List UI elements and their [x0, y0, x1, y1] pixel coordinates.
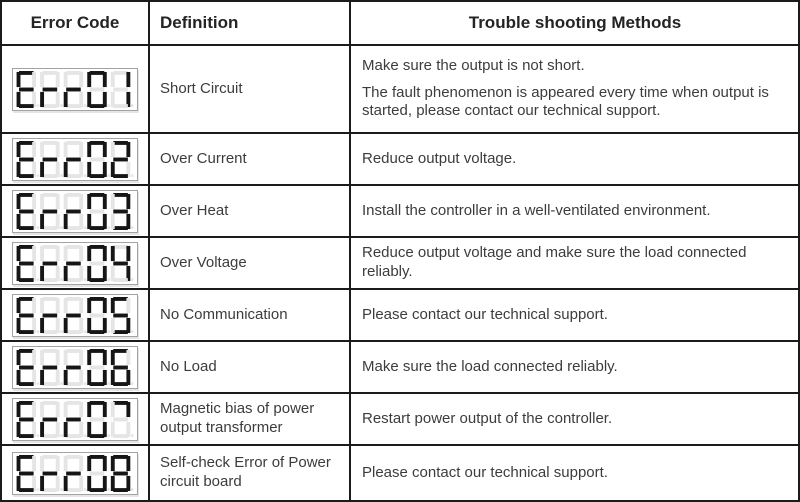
troubleshooting-text: Please contact our technical support. — [362, 305, 608, 323]
error-code-cell — [2, 342, 148, 392]
definition-text: No Communication — [160, 305, 288, 323]
troubleshooting-text: The fault phenomenon is appeared every t… — [362, 83, 769, 120]
definition-cell: No Load — [148, 342, 349, 392]
error-code-cell — [2, 134, 148, 184]
troubleshooting-cell: Please contact our technical support. — [349, 446, 798, 500]
definition-text: No Load — [160, 357, 217, 375]
seven-segment-display — [12, 189, 138, 233]
seven-segment-display — [12, 67, 138, 111]
table-row: Magnetic bias of power output transforme… — [2, 394, 798, 446]
definition-cell: Over Current — [148, 134, 349, 184]
error-code-cell — [2, 290, 148, 340]
column-header-troubleshooting: Trouble shooting Methods — [349, 2, 798, 44]
troubleshooting-cell: Reduce output voltage and make sure the … — [349, 238, 798, 288]
troubleshooting-cell: Install the controller in a well-ventila… — [349, 186, 798, 236]
definition-text: Short Circuit — [160, 79, 243, 97]
definition-cell: No Communication — [148, 290, 349, 340]
table-row: Over Voltage Reduce output voltage and m… — [2, 238, 798, 290]
error-code-cell — [2, 238, 148, 288]
seven-segment-display — [12, 451, 138, 495]
definition-text: Over Voltage — [160, 253, 247, 271]
troubleshooting-text: Restart power output of the controller. — [362, 409, 613, 427]
troubleshooting-cell: Please contact our technical support. — [349, 290, 798, 340]
definition-cell: Magnetic bias of power output transforme… — [148, 394, 349, 444]
definition-cell: Short Circuit — [148, 46, 349, 132]
table-header-row: Error Code Definition Trouble shooting M… — [2, 2, 798, 46]
error-code-cell — [2, 394, 148, 444]
troubleshooting-cell: Make sure the load connected reliably. — [349, 342, 798, 392]
definition-text: Self-check Error of Power circuit board — [160, 454, 331, 490]
table-row: Self-check Error of Power circuit board … — [2, 446, 798, 500]
definition-text: Magnetic bias of power output transforme… — [160, 400, 315, 436]
definition-text: Over Current — [160, 149, 247, 167]
troubleshooting-text: Reduce output voltage and make sure the … — [362, 244, 747, 280]
table-row: No Load Make sure the load connected rel… — [2, 342, 798, 394]
definition-text: Over Heat — [160, 201, 229, 219]
table-row: Short Circuit Make sure the output is no… — [2, 46, 798, 134]
definition-cell: Self-check Error of Power circuit board — [148, 446, 349, 500]
seven-segment-display — [12, 241, 138, 285]
troubleshooting-text: Please contact our technical support. — [362, 463, 608, 481]
seven-segment-display — [12, 293, 138, 337]
troubleshooting-text: Reduce output voltage. — [362, 149, 517, 167]
error-code-cell — [2, 446, 148, 500]
error-code-cell — [2, 46, 148, 132]
troubleshooting-cell: Make sure the output is not short. The fa… — [349, 46, 798, 132]
seven-segment-display — [12, 397, 138, 441]
seven-segment-display — [12, 137, 138, 181]
troubleshooting-text: Make sure the output is not short. — [362, 56, 585, 74]
column-header-definition: Definition — [148, 2, 349, 44]
table-row: Over Heat Install the controller in a we… — [2, 186, 798, 238]
troubleshooting-text: Install the controller in a well-ventila… — [362, 201, 711, 219]
seven-segment-display — [12, 345, 138, 389]
troubleshooting-cell: Reduce output voltage. — [349, 134, 798, 184]
troubleshooting-text: Make sure the load connected reliably. — [362, 357, 618, 375]
definition-cell: Over Heat — [148, 186, 349, 236]
troubleshooting-cell: Restart power output of the controller. — [349, 394, 798, 444]
definition-cell: Over Voltage — [148, 238, 349, 288]
column-header-error-code: Error Code — [30, 12, 120, 32]
error-code-cell — [2, 186, 148, 236]
table-row: Over Current Reduce output voltage. — [2, 134, 798, 186]
table-row: No Communication Please contact our tech… — [2, 290, 798, 342]
